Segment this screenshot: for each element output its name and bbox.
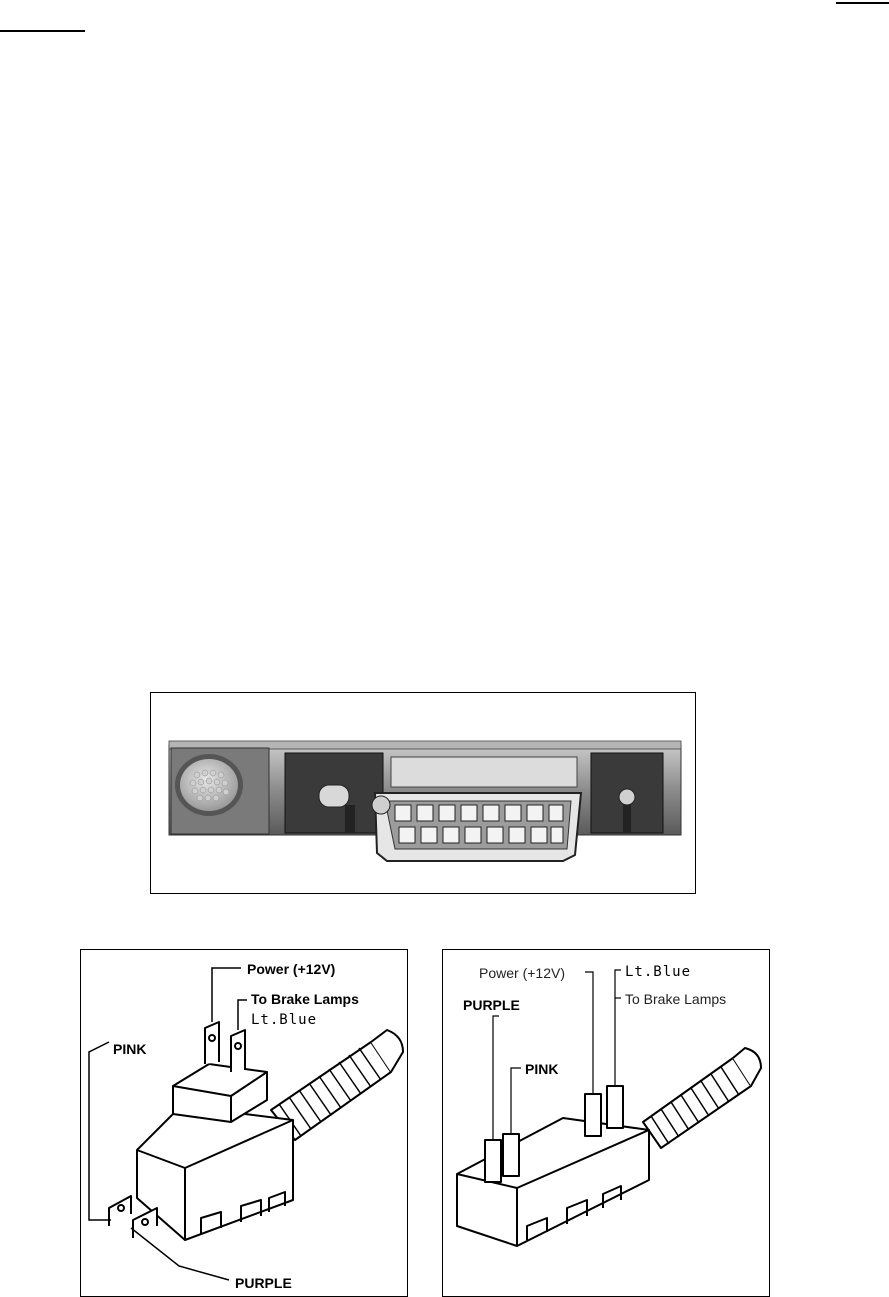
lt-blue-label-r: Lt.Blue <box>625 964 691 980</box>
purple-leader-r <box>492 1015 499 1140</box>
purple-leader <box>130 1227 230 1281</box>
power-leader-r <box>585 971 594 1094</box>
pink-label: PINK <box>113 1041 146 1057</box>
connector-photo <box>150 692 696 894</box>
pink-label-r: PINK <box>525 1061 558 1077</box>
pink-leader-r <box>510 1067 521 1134</box>
lt-blue-leader-r <box>614 969 621 1086</box>
brake-lamps-label-r: To Brake Lamps <box>625 991 726 1007</box>
center-block <box>390 756 578 788</box>
purple-label: PURPLE <box>235 1275 292 1291</box>
top-right-rule <box>836 2 889 4</box>
lt-blue-label: Lt.Blue <box>251 1012 317 1028</box>
power-label-r: Power (+12V) <box>479 965 565 981</box>
obd-connector <box>371 792 583 862</box>
right-bracket <box>590 752 664 834</box>
connector-illustration <box>168 740 682 862</box>
power-leader <box>211 967 241 1022</box>
top-left-rule <box>0 30 85 32</box>
pink-leader <box>88 1041 111 1221</box>
left-switch-diagram: Power (+12V) To Brake Lamps Lt.Blue PINK… <box>80 949 408 1297</box>
left-switch-drawing: Power (+12V) To Brake Lamps Lt.Blue PINK… <box>88 961 404 1291</box>
purple-label-r: PURPLE <box>463 997 520 1013</box>
brake-leader <box>237 999 247 1030</box>
brake-lamps-label: To Brake Lamps <box>251 991 359 1007</box>
right-switch-diagram: Power (+12V) Lt.Blue PURPLE To Brake Lam… <box>442 949 770 1297</box>
left-bracket <box>284 752 384 834</box>
power-label: Power (+12V) <box>247 961 335 977</box>
lamp-lens <box>170 747 270 835</box>
right-switch-drawing: Power (+12V) Lt.Blue PURPLE To Brake Lam… <box>456 964 762 1247</box>
